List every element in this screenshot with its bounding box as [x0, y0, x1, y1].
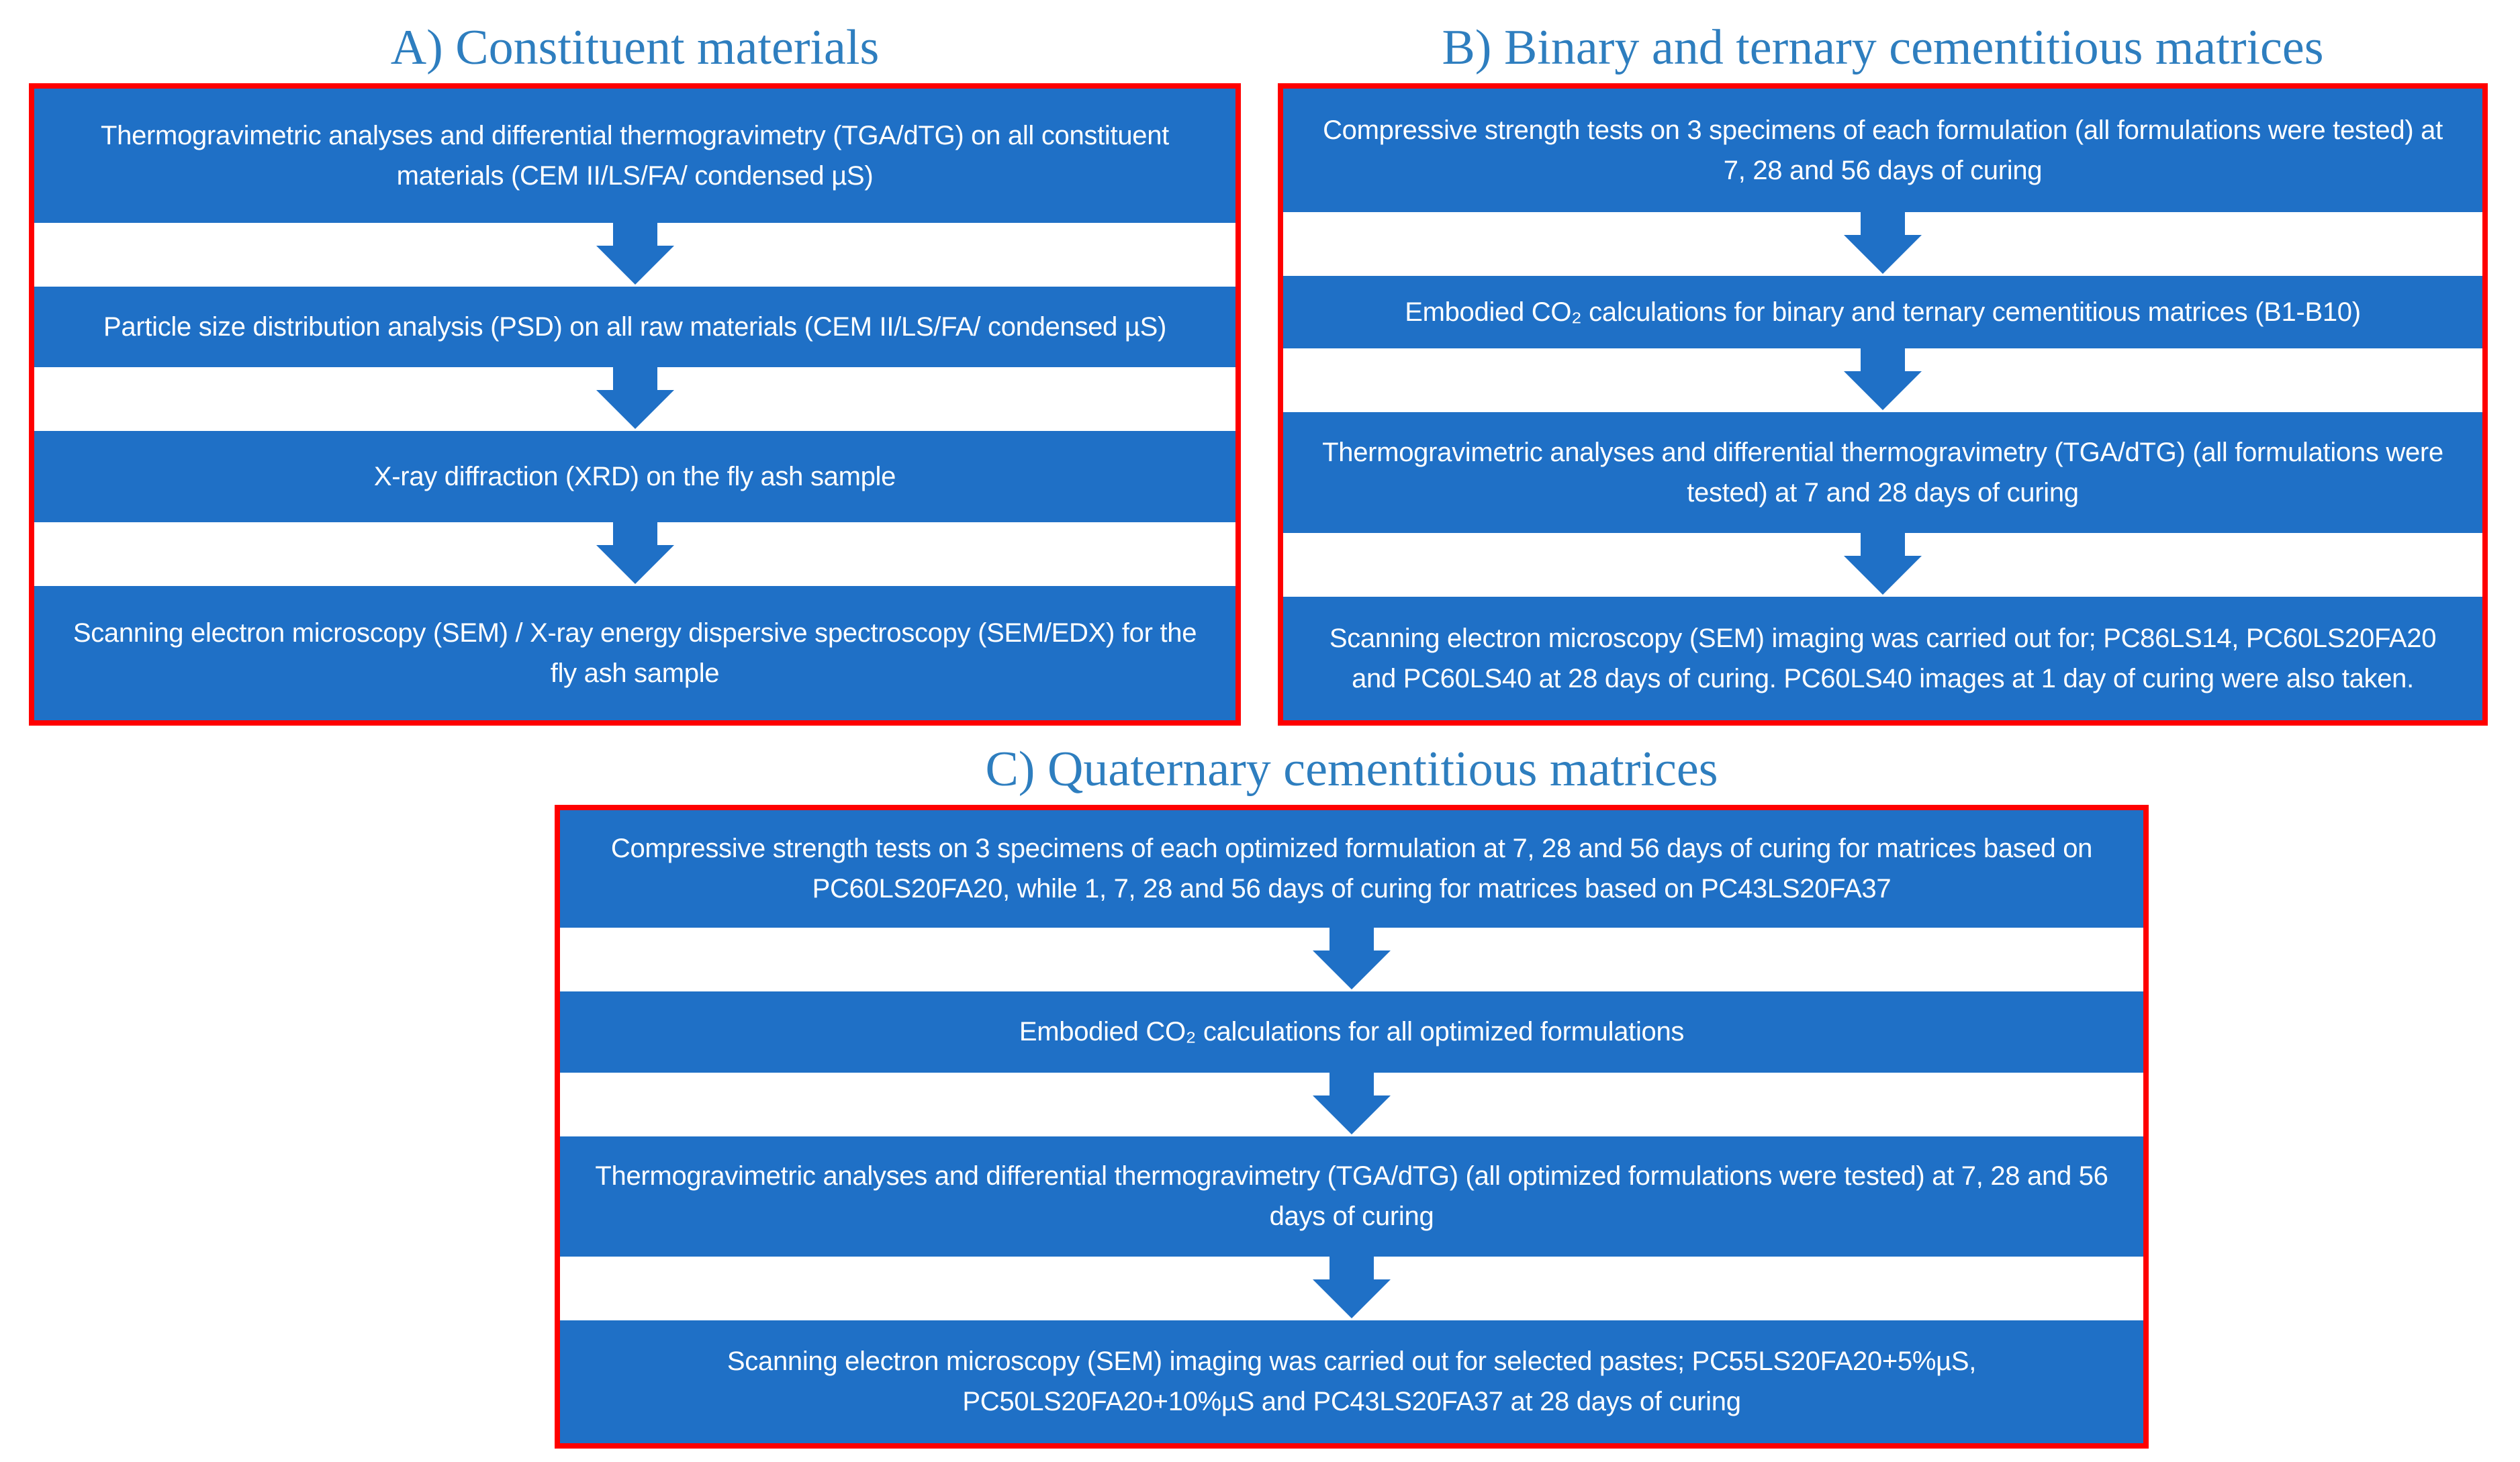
arrow-row [1283, 533, 2482, 597]
arrow-row [34, 522, 1235, 586]
panel-b-title: B) Binary and ternary cementitious matri… [1442, 19, 2324, 75]
down-arrow-icon [596, 522, 674, 584]
panel-quaternary-matrices: C) Quaternary cementitious matrices Comp… [555, 734, 2149, 1449]
panel-a-title: A) Constituent materials [390, 19, 880, 75]
panel-b-flowchart: Compressive strength tests on 3 specimen… [1278, 83, 2488, 726]
panel-c-flowchart: Compressive strength tests on 3 specimen… [555, 805, 2149, 1449]
arrow-row [560, 1073, 2143, 1136]
flow-step: Embodied CO₂ calculations for binary and… [1283, 275, 2482, 348]
down-arrow-icon [1844, 211, 1922, 274]
flow-step: Compressive strength tests on 3 specimen… [1283, 89, 2482, 212]
arrow-row [1283, 348, 2482, 412]
flow-step: Scanning electron microscopy (SEM) imagi… [1283, 597, 2482, 721]
flow-step: Scanning electron microscopy (SEM) / X-r… [34, 585, 1235, 720]
down-arrow-icon [596, 223, 674, 285]
arrow-row [1283, 211, 2482, 276]
arrow-row [560, 927, 2143, 991]
down-arrow-icon [1844, 533, 1922, 595]
flow-step: X-ray diffraction (XRD) on the fly ash s… [34, 431, 1235, 522]
down-arrow-icon [1313, 927, 1391, 989]
arrow-row [560, 1256, 2143, 1320]
panel-binary-ternary-matrices: B) Binary and ternary cementitious matri… [1278, 12, 2488, 726]
flow-step: Embodied CO₂ calculations for all optimi… [560, 991, 2143, 1073]
down-arrow-icon [1313, 1256, 1391, 1318]
flow-step: Thermogravimetric analyses and different… [560, 1136, 2143, 1257]
arrow-row [34, 223, 1235, 287]
down-arrow-icon [1313, 1073, 1391, 1135]
panel-c-title: C) Quaternary cementitious matrices [985, 741, 1718, 797]
down-arrow-icon [596, 367, 674, 430]
panel-a-flowchart: Thermogravimetric analyses and different… [29, 83, 1241, 726]
down-arrow-icon [1844, 348, 1922, 410]
flow-step: Compressive strength tests on 3 specimen… [560, 810, 2143, 928]
arrow-row [34, 367, 1235, 431]
flow-step: Scanning electron microscopy (SEM) imagi… [560, 1320, 2143, 1443]
flow-step: Thermogravimetric analyses and different… [34, 89, 1235, 224]
flow-step: Thermogravimetric analyses and different… [1283, 411, 2482, 534]
panel-constituent-materials: A) Constituent materials Thermogravimetr… [29, 12, 1241, 726]
flow-step: Particle size distribution analysis (PSD… [34, 287, 1235, 368]
